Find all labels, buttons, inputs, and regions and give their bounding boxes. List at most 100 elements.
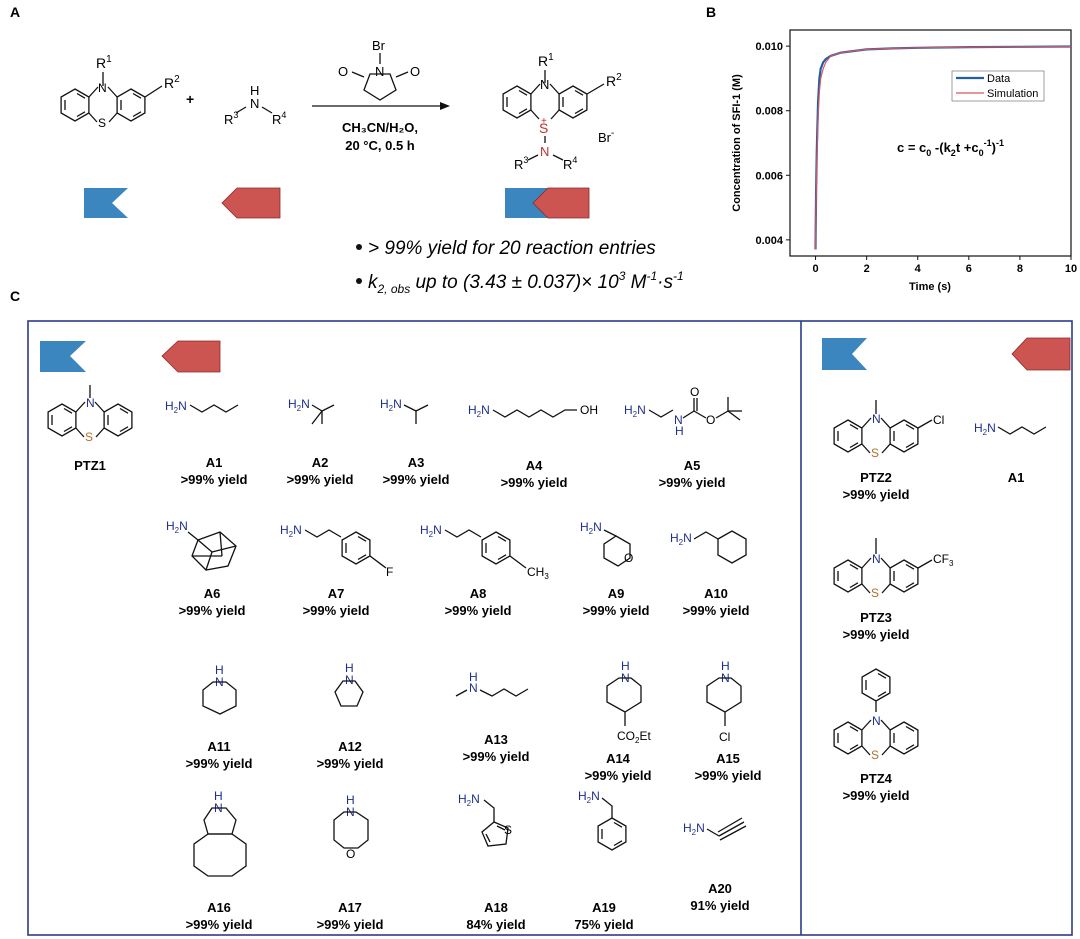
amine-name-a18: A18 (484, 900, 508, 915)
amine-yield-a20: 91% yield (690, 898, 749, 913)
svg-text:H: H (675, 424, 684, 438)
svg-text:N: N (86, 396, 95, 410)
amine-yield-a13: >99% yield (463, 749, 530, 764)
svg-text:CF3: CF3 (933, 552, 954, 568)
right-name-ptz4: PTZ4 (860, 771, 893, 786)
svg-text:O: O (346, 847, 355, 861)
amine-yield-a4: >99% yield (501, 475, 568, 490)
svg-text:Br-: Br- (598, 128, 614, 145)
amine-name-a14: A14 (606, 751, 631, 766)
amine-a14-structure: H N CO2Et (606, 659, 651, 745)
amine-yield-a9: >99% yield (583, 603, 650, 618)
amine-a13-structure: H N (455, 670, 529, 697)
bullet-list: > 99% yield for 20 reaction entries k2, … (356, 238, 684, 296)
amine-a12-structure: H N (334, 661, 364, 707)
amine-name-a12: A12 (338, 739, 362, 754)
svg-text:H: H (345, 661, 354, 675)
amine-a4-structure: H2N OH (468, 403, 598, 419)
svg-text:S: S (504, 823, 512, 837)
svg-text:R4: R4 (272, 110, 286, 127)
amine-yield-a3: >99% yield (383, 472, 450, 487)
svg-text:H: H (346, 793, 355, 807)
svg-text:CH3: CH3 (527, 565, 549, 581)
amine-a7-structure: H2N F (280, 523, 393, 579)
svg-text:H2N: H2N (165, 399, 187, 415)
x-tick-label: 0 (812, 263, 818, 275)
x-tick-label: 6 (966, 263, 972, 275)
svg-text:Cl: Cl (933, 413, 944, 427)
amine-name-a1: A1 (206, 455, 223, 470)
amine-yield-a8: >99% yield (445, 603, 512, 618)
right-name-a1: A1 (1008, 470, 1025, 485)
x-axis-label: Time (s) (909, 281, 951, 293)
svg-text:H: H (469, 670, 478, 684)
amine-a5-structure: H2N N H O O (624, 385, 742, 438)
right-yield-ptz4: >99% yield (843, 788, 910, 803)
svg-text:H: H (215, 663, 224, 677)
blue-block-icon (84, 188, 128, 218)
blue-block-combined-icon (505, 188, 548, 218)
svg-text:H2N: H2N (380, 397, 402, 413)
amine-name-a17: A17 (338, 900, 362, 915)
svg-text:R2: R2 (606, 72, 622, 89)
svg-text:O: O (690, 385, 699, 399)
amine-name-a16: A16 (207, 900, 231, 915)
ptz3-structure: N S CF3 (834, 538, 954, 600)
svg-text:H: H (214, 789, 223, 803)
amine-yield-a1: >99% yield (181, 472, 248, 487)
amine-name-a4: A4 (526, 458, 543, 473)
svg-text:N: N (674, 413, 683, 427)
svg-text:H2N: H2N (683, 821, 705, 837)
amine-yield-a11: >99% yield (186, 756, 253, 771)
svg-text:S: S (539, 120, 548, 136)
svg-text:CO2Et: CO2Et (617, 729, 651, 745)
amine-name-a6: A6 (204, 586, 221, 601)
svg-text:H2N: H2N (420, 523, 442, 539)
amine-name-a8: A8 (470, 586, 487, 601)
amine-a1-structure: H2N (165, 399, 239, 415)
panel-c-frame (27, 320, 1073, 936)
right-yield-ptz3: >99% yield (843, 627, 910, 642)
svg-text:OH: OH (580, 403, 598, 417)
legend-label-simulation: Simulation (987, 88, 1038, 100)
svg-text:O: O (706, 413, 715, 427)
amine-name-a20: A20 (708, 881, 732, 896)
amine-a16-structure: H N (193, 789, 247, 877)
blue-block-icon-c-right (822, 338, 867, 370)
amine-yield-a16: >99% yield (186, 917, 253, 932)
x-tick-label: 10 (1065, 263, 1077, 275)
panel-label-b: B (706, 4, 716, 20)
amine-yield-a6: >99% yield (179, 603, 246, 618)
r2-label: R2 (164, 74, 180, 91)
y-tick-label: 0.008 (755, 106, 783, 118)
y-axis-label: Concentration of SFI-1 (M) (731, 74, 743, 212)
amine-yield-a14: >99% yield (585, 768, 652, 783)
svg-text:H2N: H2N (974, 421, 996, 437)
amine-name-a13: A13 (484, 732, 508, 747)
amine-yield-a5: >99% yield (659, 475, 726, 490)
x-tick-label: 2 (864, 263, 870, 275)
svg-text:F: F (386, 565, 393, 579)
svg-text:H2N: H2N (280, 523, 302, 539)
condition-solvent: CH₃CN/H₂O, (342, 120, 418, 135)
ptz2-structure: N S Cl (834, 400, 944, 460)
amine-yield-a12: >99% yield (317, 756, 384, 771)
svg-text:N: N (375, 64, 384, 79)
svg-text:O: O (338, 64, 348, 79)
svg-text:H: H (250, 83, 259, 98)
svg-text:S: S (871, 586, 879, 600)
right-a1-structure: H2N (974, 421, 1047, 437)
ptz1-structure: N S PTZ1 (48, 385, 132, 473)
x-tick-label: 4 (915, 263, 922, 275)
blue-block-icon-c (40, 341, 86, 372)
svg-text:S: S (871, 446, 879, 460)
svg-text:H: H (721, 659, 730, 673)
plot-frame (789, 29, 1072, 257)
svg-text:Cl: Cl (719, 730, 730, 744)
svg-text:H2N: H2N (288, 397, 310, 413)
amine-yield-a10: >99% yield (683, 603, 750, 618)
right-yield-ptz2: >99% yield (843, 487, 910, 502)
amine-name-a2: A2 (312, 455, 329, 470)
red-block-icon-c (161, 340, 221, 373)
